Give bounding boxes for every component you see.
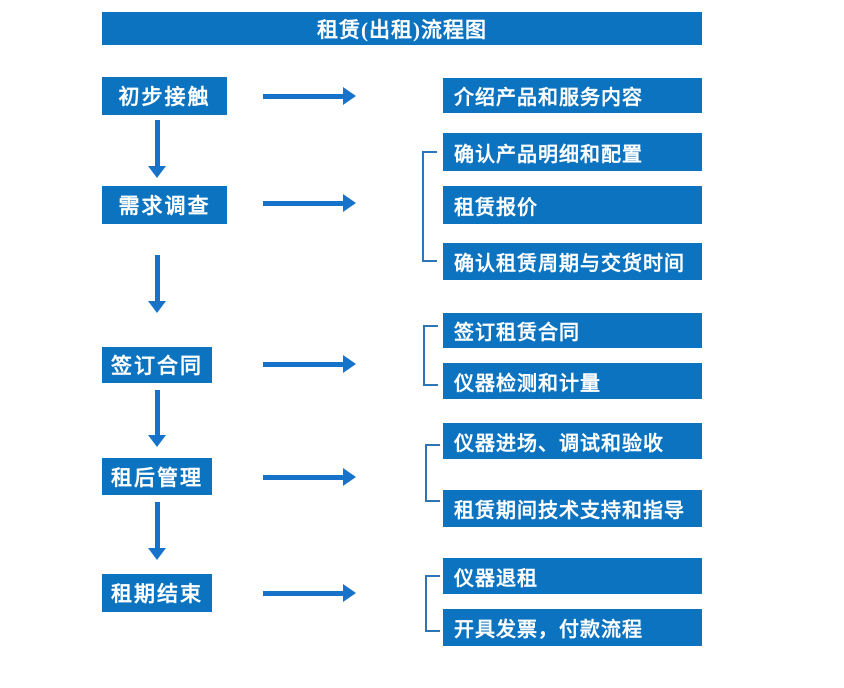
group-bracket [425, 575, 440, 632]
stage-box-post-rental-management: 租后管理 [102, 458, 212, 495]
detail-box-sign-rental-contract: 签订租赁合同 [443, 313, 702, 348]
arrow-down-icon [148, 120, 166, 178]
arrow-down-icon [148, 390, 166, 447]
arrow-right-icon [263, 468, 356, 486]
group-bracket [422, 151, 437, 262]
detail-box-rental-quote: 租赁报价 [443, 186, 702, 224]
detail-box-introduce-products: 介绍产品和服务内容 [443, 78, 702, 113]
arrow-right-icon [263, 194, 356, 212]
detail-box-instrument-test-calibration: 仪器检测和计量 [443, 363, 702, 399]
detail-box-instrument-return: 仪器退租 [443, 558, 702, 594]
stage-box-sign-contract: 签订合同 [102, 347, 212, 383]
arrow-down-icon [148, 255, 166, 313]
detail-box-invoice-payment: 开具发票，付款流程 [443, 609, 702, 646]
group-bracket [423, 325, 438, 386]
group-bracket [425, 444, 440, 502]
detail-box-instrument-setup-acceptance: 仪器进场、调试和验收 [443, 423, 702, 459]
detail-box-confirm-period-delivery: 确认租赁周期与交货时间 [443, 243, 702, 280]
stage-box-initial-contact: 初步接触 [102, 77, 227, 115]
flowchart-title: 租赁(出租)流程图 [102, 12, 702, 45]
detail-box-tech-support: 租赁期间技术支持和指导 [443, 490, 702, 527]
stage-box-rental-end: 租期结束 [102, 574, 212, 612]
stage-box-demand-survey: 需求调查 [102, 186, 227, 224]
arrow-right-icon [263, 584, 356, 602]
arrow-right-icon [263, 87, 356, 105]
arrow-right-icon [263, 355, 356, 373]
detail-box-confirm-product-config: 确认产品明细和配置 [443, 133, 702, 171]
arrow-down-icon [148, 502, 166, 560]
